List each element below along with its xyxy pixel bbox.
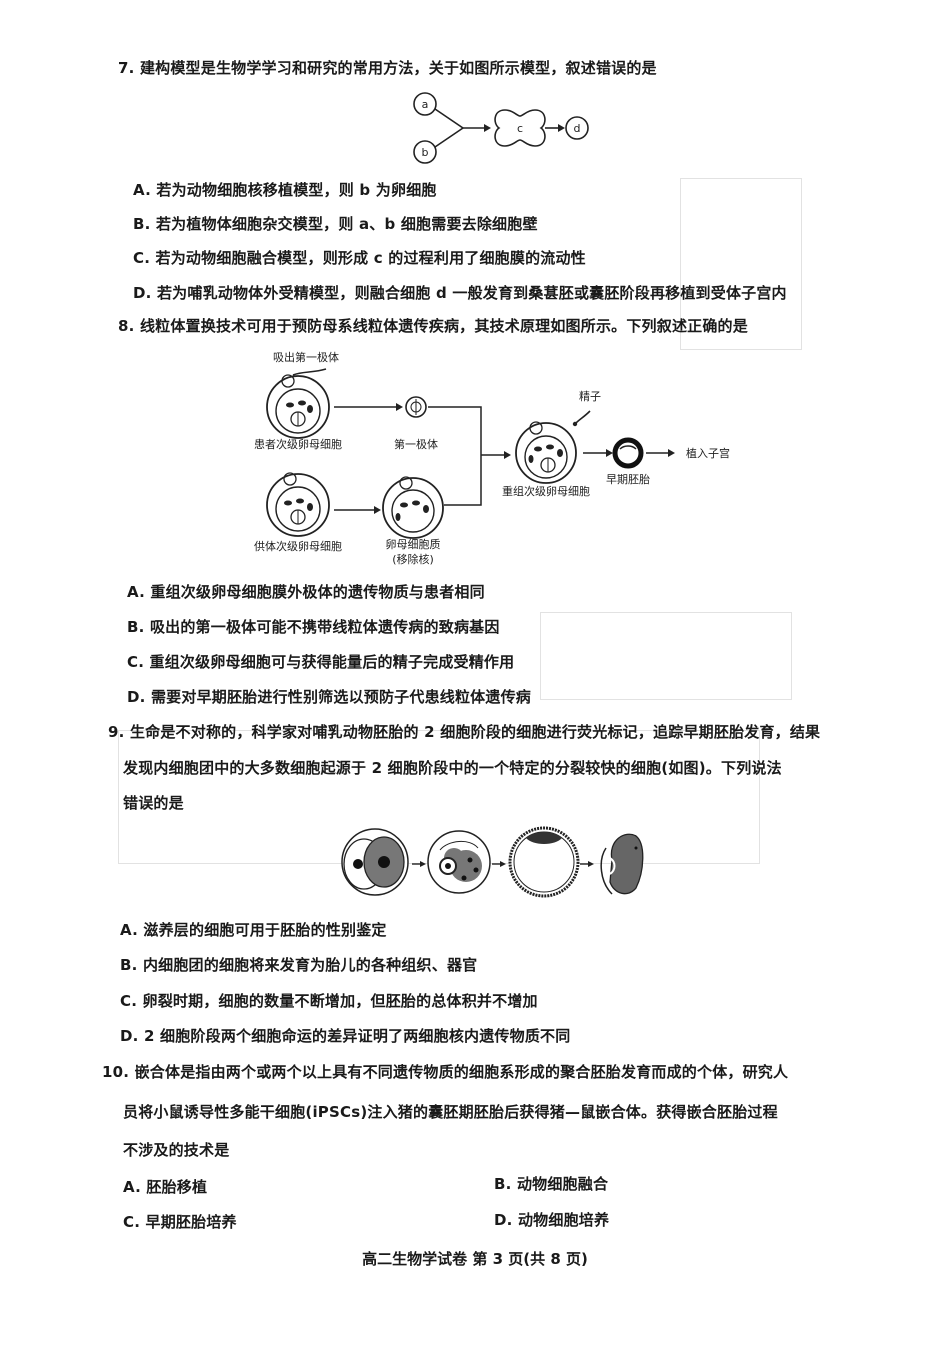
q9-option-c: C. 卵裂时期，细胞的数量不断增加，但胚胎的总体积并不增加 (120, 992, 538, 1010)
q8-option-b: B. 吸出的第一极体可能不携带线粒体遗传病的致病基因 (127, 618, 500, 636)
q7-model-diagram: a b c d (413, 92, 589, 164)
q10-option-c: C. 早期胚胎培养 (123, 1213, 237, 1231)
label-nucleus-removed: (移除核) (392, 552, 434, 566)
label-patient-oocyte: 患者次级卵母细胞 (254, 437, 342, 451)
q10-option-b: B. 动物细胞融合 (494, 1175, 609, 1193)
label-implant-uterus: 植入子宫 (686, 446, 730, 460)
q7-option-a: A. 若为动物细胞核移植模型，则 b 为卵细胞 (133, 181, 437, 199)
label-sperm: 精子 (579, 390, 601, 403)
label-donor-oocyte: 供体次级卵母细胞 (254, 539, 342, 553)
q7-option-c: C. 若为动物细胞融合模型，则形成 c 的过程利用了细胞膜的流动性 (133, 249, 586, 267)
q9-embryo-development-diagram (341, 826, 644, 898)
q9-option-b: B. 内细胞团的细胞将来发育为胎儿的各种组织、器官 (120, 956, 478, 974)
node-a: a (422, 98, 429, 111)
q8-option-d: D. 需要对早期胚胎进行性别筛选以预防子代患线粒体遗传病 (127, 688, 531, 706)
label-early-embryo: 早期胚胎 (606, 472, 650, 486)
node-d: d (574, 122, 581, 135)
q8-stem: 8. 线粒体置换技术可用于预防母系线粒体遗传疾病，其技术原理如图所示。下列叙述正… (118, 317, 748, 335)
label-recombined-oocyte: 重组次级卵母细胞 (502, 484, 590, 498)
q8-mitochondrial-replacement-diagram: 吸出第一极体 患者次级卵母细胞 第一极体 供体次级卵母细胞 卵母细胞质 (移除核… (254, 350, 730, 566)
q8-option-c: C. 重组次级卵母细胞可与获得能量后的精子完成受精作用 (127, 653, 515, 671)
bleed-through-table (680, 178, 802, 350)
q10-option-a: A. 胚胎移植 (123, 1178, 208, 1196)
q9-stem-line-1: 9. 生命是不对称的，科学家对哺乳动物胚胎的 2 细胞阶段的细胞进行荧光标记，追… (108, 723, 821, 741)
q10-stem-line-1: 10. 嵌合体是指由两个或两个以上具有不同遗传物质的细胞系形成的聚合胚胎发育而成… (102, 1063, 789, 1081)
q9-option-a: A. 滋养层的细胞可用于胚胎的性别鉴定 (120, 921, 387, 939)
q9-option-d: D. 2 细胞阶段两个细胞命运的差异证明了两细胞核内遗传物质不同 (120, 1027, 571, 1045)
q9-stem-line-3: 错误的是 (123, 794, 184, 812)
q10-option-d: D. 动物细胞培养 (494, 1211, 610, 1229)
q7-option-b: B. 若为植物体细胞杂交模型，则 a、b 细胞需要去除细胞壁 (133, 215, 538, 233)
q9-stem-line-2: 发现内细胞团中的大多数细胞起源于 2 细胞阶段中的一个特定的分裂较快的细胞(如图… (123, 759, 782, 777)
q10-stem-line-2: 员将小鼠诱导性多能干细胞(iPSCs)注入猪的囊胚期胚胎后获得猪—鼠嵌合体。获得… (123, 1103, 778, 1121)
q10-stem-line-3: 不涉及的技术是 (123, 1141, 230, 1159)
label-cytoplasm: 卵母细胞质 (386, 538, 441, 551)
label-first-polar-body: 第一极体 (394, 437, 438, 451)
q8-option-a: A. 重组次级卵母细胞膜外极体的遗传物质与患者相同 (127, 583, 485, 601)
q7-stem: 7. 建构模型是生物学学习和研究的常用方法，关于如图所示模型，叙述错误的是 (118, 59, 657, 77)
node-c: c (517, 122, 523, 135)
label-aspirate: 吸出第一极体 (273, 350, 339, 364)
bleed-through-table-3 (540, 612, 792, 700)
q7-option-d: D. 若为哺乳动物体外受精模型，则融合细胞 d 一般发育到桑葚胚或囊胚阶段再移植… (133, 284, 787, 302)
page-footer: 高二生物学试卷 第 3 页(共 8 页) (362, 1250, 588, 1268)
node-b: b (422, 146, 429, 159)
